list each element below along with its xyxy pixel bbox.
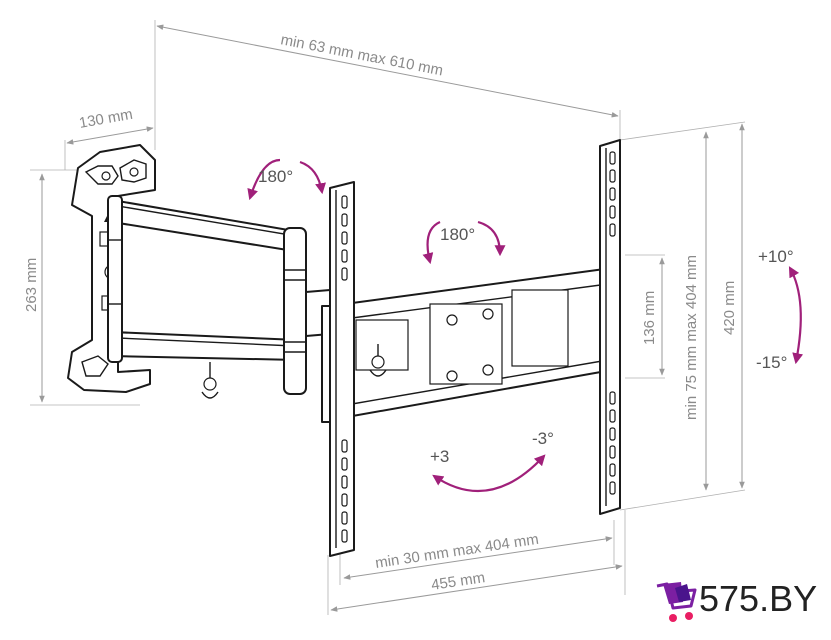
cross-bar [321, 267, 613, 423]
dim-bracket-width-label: 455 mm [430, 569, 486, 594]
dim-tv-bracket-height-label: 420 mm [721, 281, 738, 335]
vertical-bracket-right-slots [609, 151, 616, 495]
brand-logo-text: 575.BY [699, 578, 818, 619]
rotation-head-swivel: 180° [422, 220, 506, 265]
vertical-bracket-left [329, 181, 355, 557]
rotation-tilt-up-label: +10° [758, 247, 794, 266]
dimension-tv-bracket-height: 420 mm [721, 123, 745, 489]
dimension-bracket-width: 455 mm [330, 564, 623, 612]
brand-logo: 575.BY [653, 572, 823, 632]
dimension-wall-plate-width: 130 mm [66, 106, 154, 145]
dim-total-width-label: min 63 mm max 610 mm [279, 31, 444, 79]
shopping-cart-icon [656, 582, 697, 622]
rotation-tilt-down-label: -15° [756, 353, 787, 372]
dim-center-height-label: 136 mm [641, 291, 658, 345]
vertical-bracket-left-slots [341, 195, 348, 543]
rotation-arm-swivel: 180° [247, 158, 326, 201]
extension-lines [30, 20, 746, 615]
safety-lock-left [201, 362, 219, 399]
dimension-total-width: min 63 mm max 610 mm [156, 24, 619, 118]
rotation-tilt: +10° -15° [756, 247, 804, 372]
rotation-level-minus-label: -3° [532, 429, 554, 448]
articulating-arm-lower [111, 331, 299, 361]
dimension-center-height: 136 mm [641, 257, 665, 376]
dim-vesa-horizontal-label: min 30 mm max 404 mm [374, 531, 540, 572]
dimension-wall-plate-height: 263 mm [23, 173, 45, 403]
dim-vesa-vertical-label: min 75 mm max 404 mm [683, 255, 700, 420]
wall-plate-hinge [107, 195, 123, 363]
dim-wall-plate-width-label: 130 mm [78, 106, 134, 132]
rotation-level: +3 -3° [430, 429, 554, 493]
dimension-vesa-vertical: min 75 mm max 404 mm [683, 131, 709, 491]
rotation-level-plus-label: +3 [430, 447, 449, 466]
articulating-arm-upper [111, 199, 301, 253]
rotation-arm-swivel-label: 180° [258, 167, 293, 186]
rotation-head-swivel-label: 180° [440, 225, 475, 244]
dim-wall-plate-height-label: 263 mm [23, 258, 40, 312]
safety-lock-center [369, 344, 387, 377]
